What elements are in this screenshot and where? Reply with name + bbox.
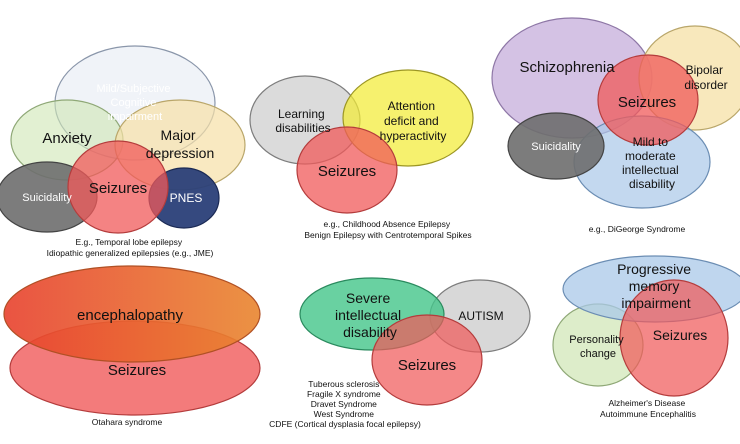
label-encephalopathy: encephalopathy <box>77 307 183 324</box>
label-pnes: PNES <box>170 191 203 205</box>
label-intellectual-disability: Mild to moderate intellectual disability <box>622 135 682 191</box>
label-major-depression: Major depression <box>146 127 215 161</box>
circle-seizures <box>296 126 398 214</box>
caption: e.g., Childhood Absence Epilepsy Benign … <box>304 219 471 240</box>
caption: e.g., DiGeorge Syndrome <box>589 224 686 234</box>
label-suicidality: Suicidality <box>531 141 581 153</box>
circle-seizures <box>619 279 729 397</box>
label-anxiety: Anxiety <box>42 130 92 147</box>
label-seizures: Seizures <box>318 163 376 180</box>
circle-encephalopathy <box>3 265 261 363</box>
label-severe-intellectual-disability: Severe intellectual disability <box>335 290 405 340</box>
label-seizures: Seizures <box>89 180 147 197</box>
circle-seizures <box>597 54 699 146</box>
circle-suicidality <box>507 112 605 180</box>
label-progressive-memory-impairment: Progressive memory impairment <box>617 261 695 311</box>
panel-childhood-absence-epilepsy: Learning disabilities Attention deficit … <box>249 69 474 240</box>
label-seizures: Seizures <box>398 357 456 374</box>
label-seizures: Seizures <box>618 94 676 111</box>
caption: E.g., Temporal lobe epilepsy Idiopathic … <box>47 237 214 258</box>
panel-temporal-lobe-epilepsy: Mild/Subjective Cognitive impairment Anx… <box>0 45 246 258</box>
label-mild-cognitive-impairment: Mild/Subjective Cognitive impairment <box>96 83 173 123</box>
label-personality-change: Personality change <box>569 334 626 360</box>
label-seizures: Seizures <box>108 362 166 379</box>
label-bipolar-disorder: Bipolar disorder <box>684 63 727 92</box>
label-suicidality: Suicidality <box>22 192 72 204</box>
label-schizophrenia: Schizophrenia <box>519 59 615 76</box>
caption: Otahara syndrome <box>92 417 163 427</box>
panel-tuberous-sclerosis: Severe intellectual disability AUTISM Se… <box>269 277 531 429</box>
label-autism: AUTISM <box>458 309 503 323</box>
caption: Alzheimer's Disease Autoimmune Encephali… <box>600 398 696 419</box>
label-attention-deficit: Attention deficit and hyperactivity <box>380 99 447 143</box>
caption: Tuberous sclerosis Fragile X syndrome Dr… <box>269 379 421 429</box>
circle-seizures <box>371 314 483 406</box>
label-seizures: Seizures <box>653 327 707 343</box>
circle-seizures <box>67 140 169 234</box>
panel-digeorge-syndrome: Schizophrenia Bipolar disorder Seizures … <box>491 17 740 234</box>
panel-alzheimers-disease: Progressive memory impairment Personalit… <box>552 255 740 419</box>
panel-otahara-syndrome: encephalopathy Seizures Otahara syndrome <box>3 265 261 427</box>
label-learning-disabilities: Learning disabilities <box>275 107 330 135</box>
